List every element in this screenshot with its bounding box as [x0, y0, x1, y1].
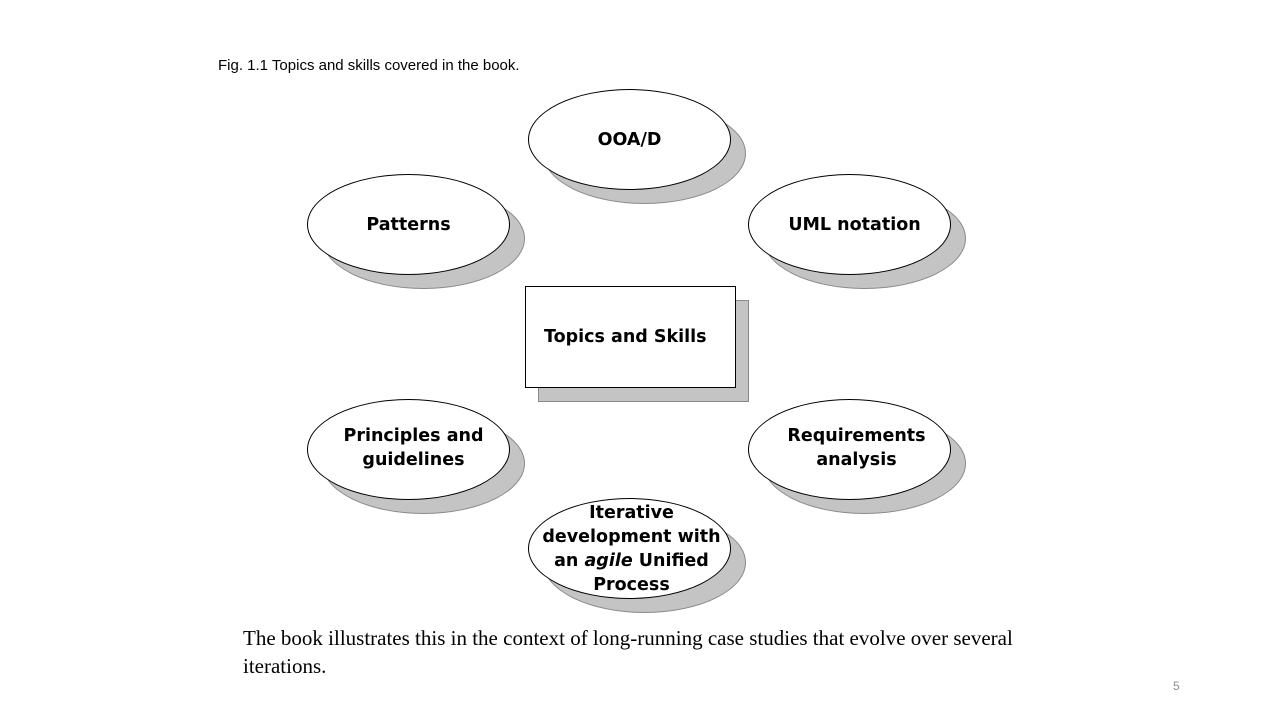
uml-notation-node: UML notation — [748, 174, 968, 290]
body-text: The book illustrates this in the context… — [243, 626, 1013, 678]
ooad-label: OOA/D — [597, 129, 662, 150]
iterative-line-3-pre: an — [554, 550, 585, 571]
ooad-node: OOA/D — [528, 89, 748, 205]
principles-node: Principles and guidelines — [307, 399, 527, 515]
iterative-line-4: Process — [593, 574, 670, 595]
uml-notation-label: UML notation — [788, 214, 921, 235]
iterative-development-node: Iterative development with an agile Unif… — [528, 498, 748, 614]
topics-and-skills-node: Topics and Skills — [525, 286, 750, 403]
requirements-node: Requirements analysis — [748, 399, 968, 515]
patterns-label: Patterns — [366, 214, 451, 235]
iterative-line-3-post: Unified — [632, 550, 709, 571]
page-number: 5 — [1173, 679, 1180, 693]
requirements-label: Requirements analysis — [787, 425, 926, 470]
topics-and-skills-label: Topics and Skills — [544, 327, 707, 347]
iterative-line-2: development with — [542, 526, 721, 547]
principles-label: Principles and guidelines — [343, 425, 484, 470]
iterative-line-1: Iterative — [589, 502, 674, 523]
patterns-node: Patterns — [307, 174, 527, 290]
figure-caption: Fig. 1.1 Topics and skills covered in th… — [218, 57, 520, 74]
agile-emphasis: agile — [584, 550, 633, 571]
iterative-development-label: Iterative development with an agile Unif… — [542, 501, 720, 597]
iterative-line-3: an agile Unified — [542, 549, 720, 573]
